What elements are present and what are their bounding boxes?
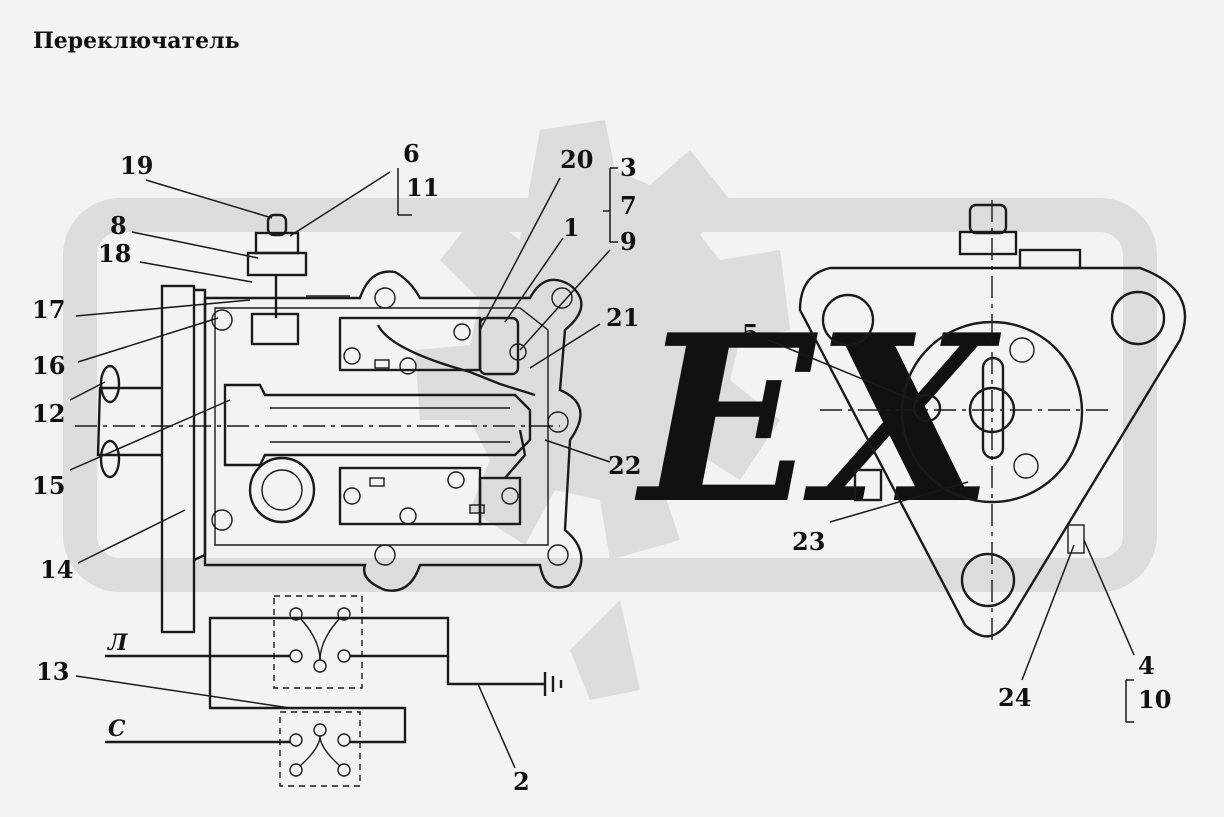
callout-20: 20 <box>560 145 593 174</box>
callout-16: 16 <box>32 351 65 380</box>
callout-1: 1 <box>563 213 580 242</box>
callout-4: 4 <box>1138 651 1155 680</box>
callout-23: 23 <box>792 527 825 556</box>
callout-10: 10 <box>1138 685 1171 714</box>
watermark-text: EX <box>634 285 1001 555</box>
callout-5: 5 <box>742 319 759 348</box>
switch-housing <box>75 213 583 634</box>
leader-lines <box>69 167 1135 769</box>
callout-9: 9 <box>620 227 637 256</box>
callout-7: 7 <box>620 191 637 220</box>
callout-12: 12 <box>32 399 65 428</box>
callout-17: 17 <box>32 295 65 324</box>
switch-front-view <box>798 200 1187 640</box>
wiring-diagram: Л С <box>105 595 563 787</box>
callout-22: 22 <box>608 451 641 480</box>
callout-6: 6 <box>403 139 420 168</box>
diagram-title: Переключатель <box>33 28 240 54</box>
wire-label-c: С <box>108 716 126 742</box>
callout-24: 24 <box>998 683 1031 712</box>
callout-21: 21 <box>606 303 639 332</box>
callout-11: 11 <box>406 173 439 202</box>
wire-label-l: Л <box>107 630 129 656</box>
callouts: 19 6 11 8 18 17 16 12 15 14 13 2 20 1 3 … <box>32 139 1171 796</box>
callout-8: 8 <box>110 211 127 240</box>
callout-14: 14 <box>40 555 73 584</box>
callout-3: 3 <box>620 153 637 182</box>
callout-19: 19 <box>120 151 153 180</box>
callout-2: 2 <box>513 767 530 796</box>
callout-13: 13 <box>36 657 69 686</box>
callout-15: 15 <box>32 471 65 500</box>
callout-18: 18 <box>98 239 131 268</box>
